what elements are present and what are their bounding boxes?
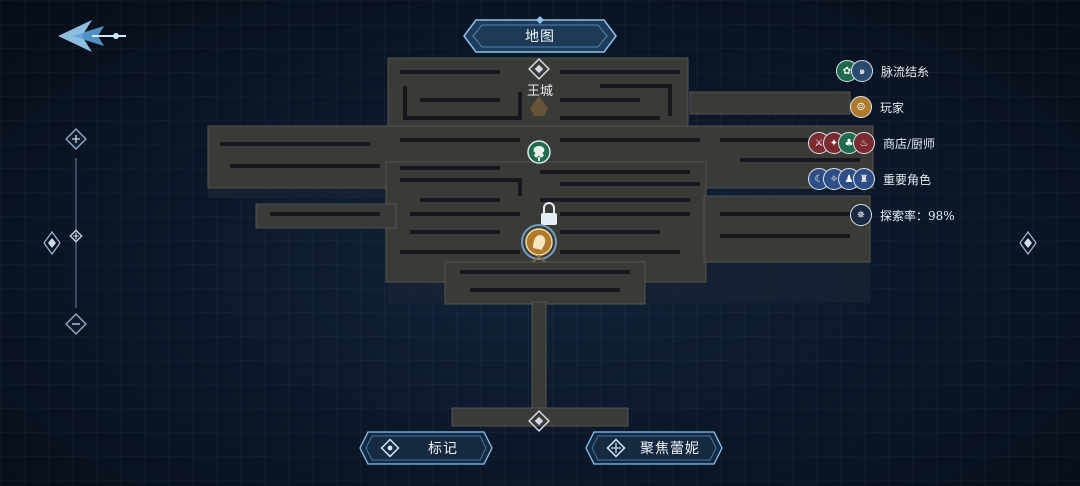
zoom-out-icon[interactable] bbox=[65, 313, 87, 335]
player-portrait-icon: ☺ bbox=[850, 96, 872, 118]
npc-d-icon: ♜ bbox=[853, 168, 875, 190]
zoom-in-icon[interactable] bbox=[65, 128, 87, 150]
pan-right-arrow-icon[interactable] bbox=[1018, 228, 1040, 258]
page-title-plate: 地图 bbox=[462, 16, 618, 56]
legend-label: 商店/厨师 bbox=[883, 136, 936, 151]
legend-item-npc[interactable]: ☾ ✧ ♟ ♜ 重要角色 bbox=[808, 164, 931, 194]
focus-button-label: 聚焦蕾妮 bbox=[640, 441, 700, 457]
mark-button[interactable]: 标记 bbox=[358, 430, 494, 466]
cook-icon: ♨ bbox=[853, 132, 875, 154]
city-label: 王城 bbox=[526, 84, 553, 99]
pan-left-arrow-icon[interactable] bbox=[40, 228, 62, 258]
back-arrow-icon bbox=[58, 20, 126, 52]
legend-icon-group: ✿ ๑ bbox=[836, 60, 873, 82]
exploration-rate: 探索率：98% bbox=[880, 208, 955, 223]
player-marker[interactable] bbox=[521, 224, 557, 263]
zoom-handle-icon[interactable] bbox=[69, 229, 83, 243]
mark-flag-icon bbox=[380, 438, 400, 458]
legend-item-shop[interactable]: ⚔ ✦ ♣ ♨ 商店/厨师 bbox=[808, 128, 935, 158]
legend-item-player[interactable]: ☺ 玩家 bbox=[850, 92, 904, 122]
mark-button-label: 标记 bbox=[428, 441, 458, 457]
tower-base-marker[interactable] bbox=[528, 410, 550, 432]
title-frame-ornament bbox=[463, 16, 617, 53]
legend-label: 玩家 bbox=[880, 100, 905, 115]
page-title: 地图 bbox=[525, 29, 555, 45]
legend-icon-group: ☾ ✧ ♟ ♜ bbox=[808, 168, 875, 190]
legend-label: 脉流结糸 bbox=[881, 64, 930, 79]
legend-label: 重要角色 bbox=[883, 172, 932, 187]
button-frame-ornament bbox=[585, 431, 723, 465]
lock-icon[interactable] bbox=[541, 202, 557, 225]
legend-item-vein[interactable]: ✿ ๑ 脉流结糸 bbox=[836, 56, 929, 86]
zoom-slider[interactable] bbox=[60, 128, 94, 338]
vein-node-tree-icon[interactable] bbox=[527, 140, 551, 164]
swirl-node-icon: ๑ bbox=[851, 60, 873, 82]
corridor-walls bbox=[220, 70, 860, 292]
focus-target-icon bbox=[606, 438, 626, 458]
legend-item-exploration: ✵ 探索率：98% bbox=[850, 200, 955, 230]
focus-renee-button[interactable]: 聚焦蕾妮 bbox=[584, 430, 724, 466]
legend-icon-group: ☺ bbox=[850, 96, 872, 118]
back-button[interactable] bbox=[52, 14, 130, 58]
castle-sigil-icon bbox=[530, 96, 548, 116]
legend-icon-group: ✵ bbox=[850, 204, 872, 226]
legend-icon-group: ⚔ ✦ ♣ ♨ bbox=[808, 132, 875, 154]
compass-star-icon: ✵ bbox=[850, 204, 872, 226]
button-frame-ornament bbox=[359, 431, 493, 465]
